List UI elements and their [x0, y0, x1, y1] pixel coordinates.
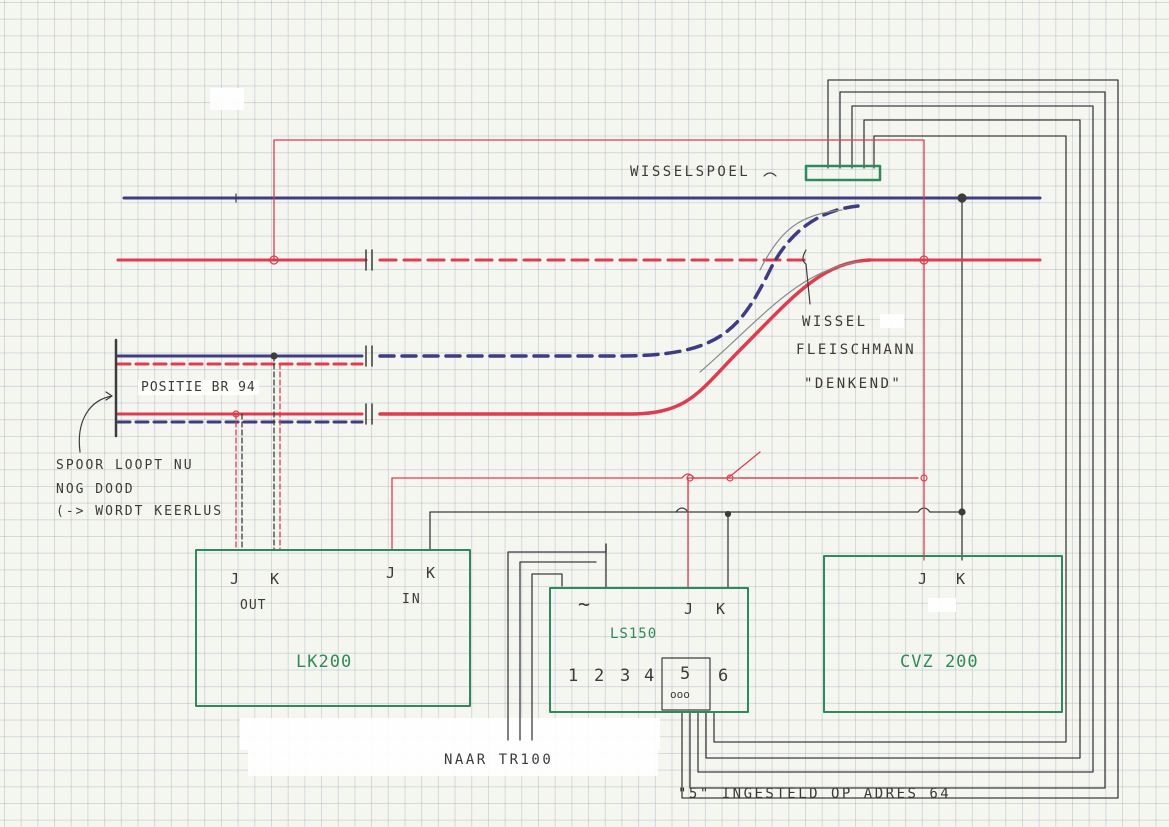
label-wisselspoel: WISSELSPOEL: [630, 164, 751, 180]
cvz200-name: CVZ 200: [900, 652, 979, 672]
ls150-output-1: 1: [568, 666, 581, 686]
ls150-name: LS150: [610, 626, 658, 642]
label-positie: POSITIE BR 94: [138, 380, 259, 395]
ls150-ac-symbol: ~: [578, 592, 593, 616]
label-wissel: WISSEL: [802, 314, 868, 330]
tape-patch: [248, 750, 658, 776]
cvz200-terminal-k: K: [956, 570, 968, 588]
cvz200-terminal-j: J: [918, 570, 930, 588]
lk200-out-feeders: [235, 355, 281, 551]
ls150-output-5: 5: [680, 664, 693, 684]
ls150-output-5-pins: ooo: [670, 688, 690, 701]
label-denkend: "DENKEND": [804, 376, 903, 392]
ls150-output-3: 3: [620, 666, 633, 686]
lk200-label-in: IN: [402, 592, 422, 607]
cable-bundle-right: [681, 79, 1119, 799]
cable-to-tr100: [507, 543, 607, 741]
switch-coil: [804, 164, 882, 182]
lk200-label-out: OUT: [240, 598, 267, 613]
ls150-output5-box: [661, 657, 711, 711]
cvz200-box: [823, 555, 1063, 713]
label-fleischmann: FLEISCHMANN: [796, 342, 917, 358]
lk200-terminal-j-out: J: [230, 570, 242, 588]
lk200-terminal-j-in: J: [386, 564, 398, 582]
ls150-terminal-j: J: [684, 600, 696, 618]
label-spoor-line2: NOG DOOD: [56, 482, 135, 497]
junction-dots: [232, 193, 967, 518]
insulating-joints: [365, 345, 373, 425]
label-naar-tr100: NAAR TR100: [444, 752, 554, 768]
switch-curve-blue: [378, 204, 860, 358]
tape-patch: [928, 598, 956, 612]
ls150-terminal-k: K: [716, 600, 728, 618]
tape-patch: [880, 314, 904, 328]
ls150-box: [549, 587, 749, 713]
lk200-terminal-k-in: K: [426, 564, 438, 582]
ls150-output-2: 2: [594, 666, 607, 686]
label-spoor-line1: SPOOR LOOPT NU: [56, 458, 194, 473]
lk200-box: [195, 549, 471, 707]
tape-patch: [210, 88, 244, 110]
tape-patch: [240, 718, 660, 750]
ls150-output-4: 4: [644, 666, 657, 686]
ls150-output-6: 6: [718, 666, 731, 686]
label-ingesteld: "5" INGESTELD OP ADRES 64: [678, 786, 952, 802]
lk200-terminal-k-out: K: [270, 570, 282, 588]
lk200-name: LK200: [296, 652, 353, 672]
label-spoor-line3: (-> WORDT KEERLUS: [56, 504, 224, 519]
switch-curve-red: [378, 258, 872, 416]
